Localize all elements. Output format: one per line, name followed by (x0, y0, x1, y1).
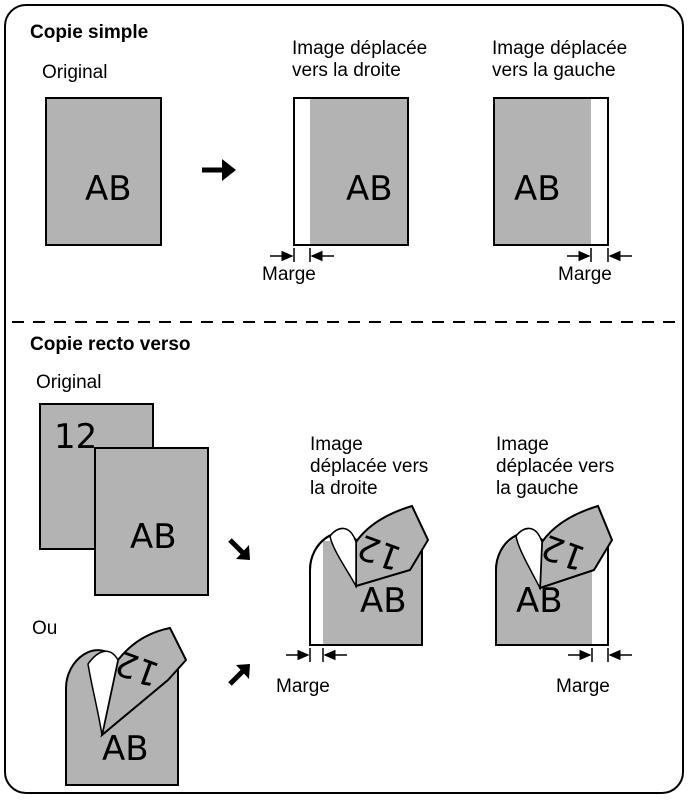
duplex-right-margin-label: Marge (276, 676, 330, 697)
duplex-shifted-left-front-text: AB (516, 581, 563, 621)
single-right-caption-line1: Image déplacée (292, 38, 428, 59)
single-left-margin-label: Marge (558, 264, 612, 285)
single-shifted-right-page: AB (293, 97, 409, 246)
single-original-page: AB (45, 97, 162, 246)
duplex-right-caption-line3: la droite (310, 478, 378, 499)
duplex-original-label: Original (36, 372, 102, 393)
single-left-caption-line1: Image déplacée (492, 38, 628, 59)
duplex-front-page-text: AB (130, 517, 177, 557)
duplex-left-margin-arrows-icon (568, 648, 632, 662)
duplex-left-caption-line1: Image (496, 434, 549, 455)
single-left-caption-line2: vers la gauche (492, 60, 616, 81)
duplex-right-caption-line2: déplacée vers (310, 456, 429, 477)
duplex-or-label: Ou (32, 618, 58, 639)
duplex-original-front-page: AB (94, 447, 209, 596)
diagram-frame (4, 4, 684, 794)
duplex-shifted-right-front-text: AB (360, 581, 407, 621)
single-original-page-text: AB (85, 169, 132, 209)
single-right-margin-label: Marge (262, 264, 316, 285)
single-shifted-left-page-text: AB (514, 169, 561, 209)
duplex-right-caption-line1: Image (310, 434, 363, 455)
single-left-margin-arrows-icon (567, 248, 632, 262)
single-copy-title: Copie simple (30, 22, 149, 43)
duplex-shifted-right-page: 12 AB (309, 504, 430, 646)
duplex-shifted-left-page: 12 AB (495, 504, 614, 646)
duplex-bold-arrow-up-icon (228, 664, 250, 686)
duplex-bold-arrow-down-icon (228, 538, 250, 560)
single-right-margin-arrows-icon (270, 248, 334, 262)
duplex-back-page-text: 12 (54, 417, 97, 457)
single-original-label: Original (42, 62, 108, 83)
duplex-left-caption-line3: la gauche (496, 478, 579, 499)
single-bold-arrow-icon (202, 159, 236, 181)
single-shifted-left-page: AB (493, 97, 609, 246)
duplex-left-margin-label: Marge (556, 676, 610, 697)
duplex-curled-original: 12 AB (65, 626, 188, 786)
duplex-curled-original-front-text: AB (102, 729, 149, 769)
duplex-right-margin-arrows-icon (286, 648, 347, 662)
single-shifted-right-page-text: AB (346, 169, 393, 209)
duplex-copy-title: Copie recto verso (30, 334, 191, 355)
single-right-caption-line2: vers la droite (292, 60, 401, 81)
duplex-left-caption-line2: déplacée vers (496, 456, 615, 477)
